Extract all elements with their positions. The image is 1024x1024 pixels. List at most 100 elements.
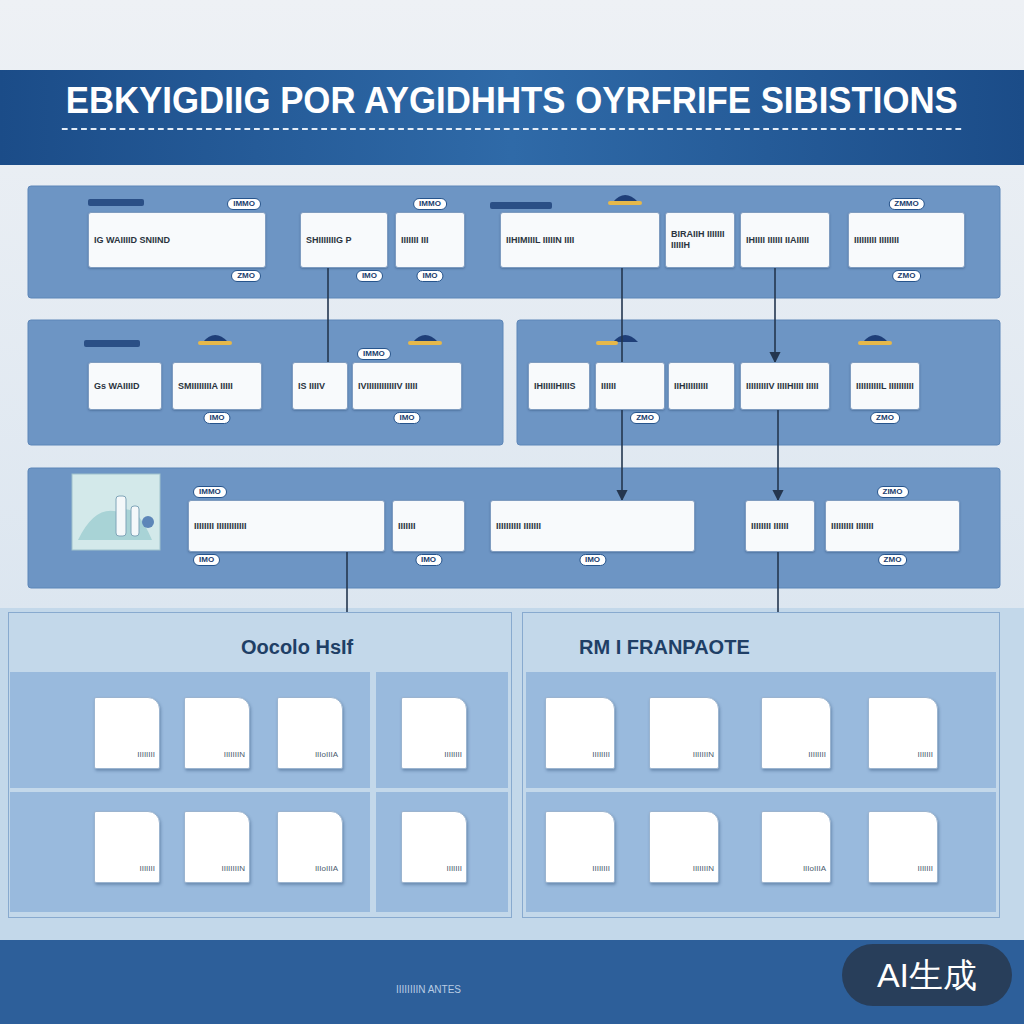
box-text: IIIIIIII	[550, 750, 610, 760]
tile-strip	[526, 792, 996, 912]
process-box: ZIMOIIIIIIIII IIIIIIIZMO	[825, 500, 960, 552]
file-tile: IIIIIIII	[545, 811, 615, 883]
tag-label: IMO	[579, 554, 606, 566]
connector-line	[777, 552, 779, 612]
tag-label: IMO	[356, 270, 383, 282]
box-text: IIIIIII	[873, 864, 933, 874]
process-box: IHIIII IIIIII IIAIIIII	[740, 212, 830, 268]
tag-label: ZMO	[231, 270, 261, 282]
box-text: IIIIII	[601, 381, 659, 392]
connector-line	[621, 268, 623, 362]
box-text: IIIIIIII	[766, 750, 826, 760]
tag-label: IMO	[393, 412, 420, 424]
group-heading: RM I FRANPAOTE	[579, 635, 750, 659]
process-box: IIHIIIIIIIII	[668, 362, 735, 410]
box-text: IIIIIIII IIIIII	[751, 521, 809, 532]
box-text: IIIIIIIII IIIIIII	[831, 521, 954, 532]
lower-panel	[0, 608, 1024, 940]
box-text: IHIIIIIHIIIS	[534, 381, 584, 392]
box-text: IIIIIIIIN	[189, 864, 245, 874]
title-bar	[0, 70, 1024, 165]
tag-label: IMO	[415, 554, 442, 566]
process-box: IMMOIG WAIIIID SNIINDZMO	[88, 212, 266, 268]
box-text: BIRAIIH IIIIIII IIIIIH	[671, 229, 729, 251]
footer-note: IIIIIIIIN ANTES	[396, 984, 461, 996]
file-tile: IIIIIIIIN	[184, 811, 250, 883]
file-tile: IIIoIIIA	[761, 811, 831, 883]
process-box: IMMOIIIIIII IIIIMO	[395, 212, 465, 268]
connector-line	[346, 552, 348, 612]
file-tile: IIIIIII	[868, 697, 938, 769]
tag-label: IMO	[193, 554, 220, 566]
process-box: SHIIIIIIIG PIMO	[300, 212, 388, 268]
process-box: IIIIIIIIII IIIIIIIIMO	[490, 500, 695, 552]
process-box: IIIIIIIIMO	[392, 500, 465, 552]
process-box: IIHIMIIIL IIIIIN IIII	[500, 212, 660, 268]
box-text: IIIIIIIN	[189, 750, 245, 760]
connector-line	[774, 268, 776, 362]
row-band	[28, 186, 1000, 298]
box-text: IIIIIII	[398, 521, 459, 532]
box-text: IIIIIIIIII IIIIIII	[496, 521, 689, 532]
process-box: IIIIIIII IIIIII	[745, 500, 815, 552]
tag-label: IMO	[203, 412, 230, 424]
tag-label: ZMO	[870, 412, 900, 424]
box-text: IIIIIII	[99, 864, 155, 874]
box-text: IIIIIIII IIIIIIIIIIII	[194, 521, 379, 532]
process-box: IIIIIIZMO	[595, 362, 665, 410]
hat-icon	[198, 195, 892, 345]
connector-line	[621, 410, 623, 500]
file-tile: IIIIIIII	[545, 697, 615, 769]
title-holder: EBKYIGDIIG POR AYGIDHHTS OYRFRIFE SIBIST…	[0, 78, 1024, 130]
box-text: IIIIIIII	[99, 750, 155, 760]
file-tile: IIIIIIIN	[649, 697, 719, 769]
tile-strip	[376, 792, 508, 912]
box-text: IIIIIIIII IIIIIIII	[854, 235, 959, 246]
group-heading: Oocolo HsIf	[241, 635, 353, 659]
box-text: IG WAIIIID SNIIND	[94, 235, 260, 246]
file-tile: IIIIIII	[94, 811, 160, 883]
box-text: SMIIIIIIIIA IIIII	[178, 381, 256, 392]
process-box: ZMMOIIIIIIIII IIIIIIIIZMO	[848, 212, 965, 268]
box-text: IVIIIIIIIIIIIIV IIIII	[358, 381, 456, 392]
row-band	[517, 320, 1000, 445]
box-text: IIIoIIIA	[282, 750, 338, 760]
process-box: IIIIIIIIIIL IIIIIIIIIIZMO	[850, 362, 920, 410]
box-text: IIIIIIII	[406, 750, 462, 760]
tile-strip	[526, 672, 996, 788]
tag-label: ZMMO	[888, 198, 924, 210]
tag-label: IMO	[416, 270, 443, 282]
process-box: IS IIIIV	[292, 362, 348, 410]
process-box: IHIIIIIHIIIS	[528, 362, 590, 410]
box-text: IIIIIIIIIV IIIIHIIII IIIII	[746, 381, 824, 392]
file-tile: IIIoIIIA	[277, 697, 343, 769]
row-band	[28, 468, 1000, 588]
process-box: Gs WAIIIID	[88, 362, 162, 410]
file-tile: IIIIIIII	[761, 697, 831, 769]
process-box: IIIIIIIIIV IIIIHIIII IIIII	[740, 362, 830, 410]
box-text: IIIIIIIN	[654, 864, 714, 874]
connector-line	[327, 268, 329, 362]
file-tile: IIIIIIII	[401, 697, 467, 769]
tag-label: IMMO	[227, 198, 261, 210]
box-text: IIHIIIIIIIII	[674, 381, 729, 392]
box-text: SHIIIIIIIG P	[306, 235, 382, 246]
group-panel: IIIIIIIIIIIIIIINIIIIIIIIIIIIIIIIIIIIIIII…	[522, 612, 1000, 918]
diagram-title: EBKYIGDIIG POR AYGIDHHTS OYRFRIFE SIBIST…	[62, 78, 962, 130]
file-tile: IIIIIIII	[94, 697, 160, 769]
process-box: SMIIIIIIIIA IIIIIIMO	[172, 362, 262, 410]
box-text: IIIIIII	[406, 864, 462, 874]
tag-label: ZIMO	[877, 486, 909, 498]
file-tile: IIIoIIIA	[277, 811, 343, 883]
box-text: IS IIIIV	[298, 381, 342, 392]
process-box: IMMOIVIIIIIIIIIIIIV IIIIIIMO	[352, 362, 462, 410]
bar-icon	[84, 199, 552, 347]
box-text: IIIIIIIN	[654, 750, 714, 760]
tag-label: IMMO	[193, 486, 227, 498]
file-tile: IIIIIII	[868, 811, 938, 883]
tag-label: IMMO	[357, 348, 391, 360]
